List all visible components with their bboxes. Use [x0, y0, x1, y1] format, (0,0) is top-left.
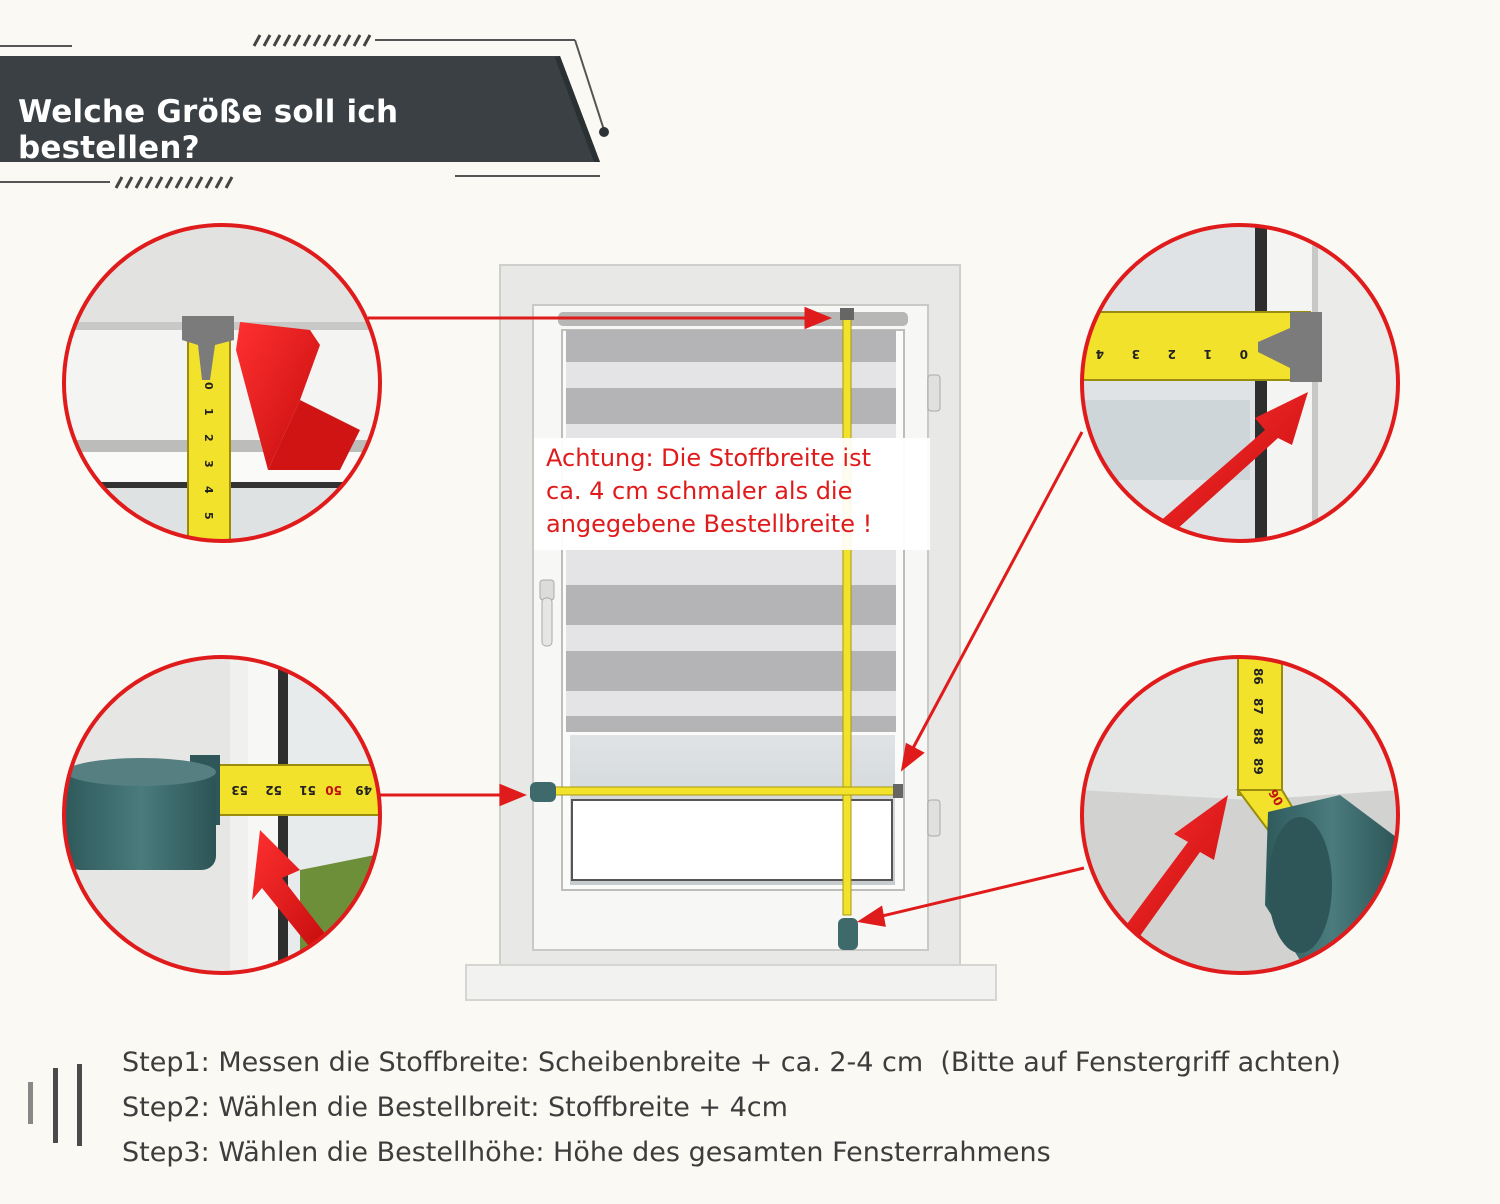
detail-bottom-left: 53 52 51 50 49	[62, 655, 382, 975]
tape-tick-tl-3: 3	[202, 460, 215, 468]
blind-sheer-stripes	[566, 362, 896, 716]
tape-tick-tl-0: 0	[202, 382, 215, 390]
horizontal-tape-hook	[893, 784, 903, 798]
tape-tick-tr-2: 2	[1168, 347, 1176, 361]
vertical-tape-case	[838, 918, 858, 950]
tape-tick-br-89: 89	[1251, 758, 1265, 775]
tape-tick-tl-2: 2	[202, 434, 215, 442]
window-handle	[541, 597, 553, 647]
detail-top-right: 0 1 2 3 4	[1080, 223, 1400, 543]
window-sill	[465, 964, 997, 1001]
lower-pane	[571, 799, 893, 881]
step-3: Step3: Wählen die Bestellhöhe: Höhe des …	[122, 1137, 1051, 1168]
page-title: Welche Größe soll ich bestellen?	[18, 94, 399, 166]
steps-decoration	[28, 1064, 82, 1146]
tape-tick-tl-1: 1	[202, 408, 215, 416]
tape-tick-bl-50: 50	[325, 783, 342, 797]
tape-tick-bl-53: 53	[231, 783, 248, 797]
window-illustration	[465, 264, 997, 1001]
step-1: Step1: Messen die Stoffbreite: Scheibenb…	[122, 1047, 1341, 1078]
vertical-tape	[842, 314, 852, 916]
hinge-top	[927, 374, 941, 412]
hinge-bottom	[927, 799, 941, 837]
window-handle-base	[539, 579, 555, 601]
tape-tick-bl-49: 49	[355, 783, 372, 797]
tape-tick-tr-4: 4	[1096, 347, 1104, 361]
warning-line-2: ca. 4 cm schmaler als die	[546, 477, 853, 505]
tape-tick-tl-5: 5	[202, 512, 215, 520]
blind-fabric-stripes	[566, 330, 896, 732]
tape-tick-br-87: 87	[1251, 698, 1265, 715]
header-hatch-bottom	[114, 176, 234, 189]
tape-tick-tr-0: 0	[1240, 347, 1248, 361]
header-banner	[0, 34, 609, 189]
detail-bottom-right: 86 87 88 89 90	[1080, 655, 1400, 975]
tape-tick-tr-1: 1	[1204, 347, 1212, 361]
warning-line-1: Achtung: Die Stoffbreite ist	[546, 444, 871, 472]
vertical-tape-hook	[840, 308, 854, 320]
tape-tick-bl-52: 52	[265, 783, 282, 797]
horizontal-tape	[551, 786, 898, 796]
step-2: Step2: Wählen die Bestellbreit: Stoffbre…	[122, 1092, 788, 1123]
detail-top-left: 0 1 2 3 4 5	[62, 223, 382, 543]
warning-note: Achtung: Die Stoffbreite ist ca. 4 cm sc…	[534, 438, 930, 550]
horizontal-tape-case	[530, 782, 556, 802]
tape-tick-br-88: 88	[1251, 728, 1265, 745]
tape-tick-br-86: 86	[1251, 668, 1265, 685]
steps-list: Step1: Messen die Stoffbreite: Scheibenb…	[122, 1040, 1482, 1175]
header-hatch-top	[252, 34, 372, 47]
connector-arrows	[368, 306, 1085, 927]
tape-tick-tl-4: 4	[202, 486, 215, 494]
tape-tick-bl-51: 51	[299, 783, 316, 797]
tape-tick-tr-3: 3	[1132, 347, 1140, 361]
warning-line-3: angegebene Bestellbreite !	[546, 510, 873, 538]
